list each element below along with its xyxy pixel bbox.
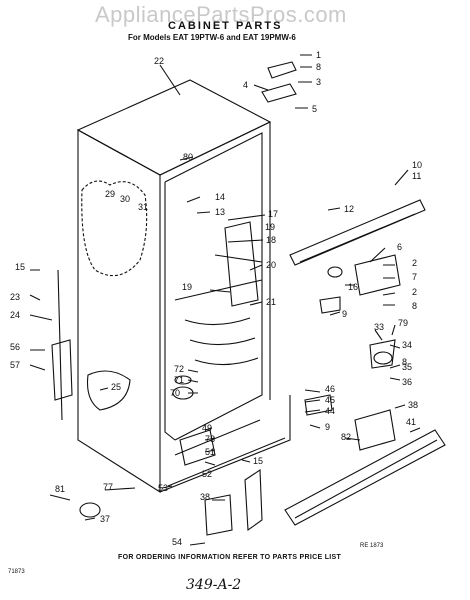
callout-13: 13 <box>215 207 225 217</box>
callout-2: 2 <box>412 287 417 297</box>
callout-5: 5 <box>312 104 317 114</box>
callout-19: 19 <box>265 222 275 232</box>
callout-53: 53 <box>158 483 168 493</box>
callout-57: 57 <box>10 360 20 370</box>
callout-44: 44 <box>325 406 335 416</box>
callout-23: 23 <box>10 292 20 302</box>
callout-21: 21 <box>266 297 276 307</box>
callout-3: 3 <box>316 77 321 87</box>
callout-31: 31 <box>138 202 148 212</box>
callout-79: 79 <box>398 318 408 328</box>
callout-77: 77 <box>103 482 113 492</box>
callout-36: 36 <box>402 377 412 387</box>
callout-72: 72 <box>174 364 184 374</box>
callout-73: 73 <box>205 434 215 444</box>
diagram-subtitle: For Models EAT 19PTW-6 and EAT 19PMW-6 <box>128 33 296 42</box>
callout-29: 29 <box>105 189 115 199</box>
callout-70: 70 <box>170 388 180 398</box>
callout-15: 15 <box>253 456 263 466</box>
callout-71: 71 <box>174 375 184 385</box>
watermark-text: AppliancePartsPros.com <box>95 2 347 27</box>
callout-49: 49 <box>202 423 212 433</box>
callout-51: 51 <box>205 447 215 457</box>
drawing-code-right: RE 1873 <box>360 543 384 549</box>
handwritten-note: 349-A-2 <box>186 577 242 593</box>
callout-10: 10 <box>412 160 422 170</box>
callout-14: 14 <box>215 192 225 202</box>
callout-12: 12 <box>344 204 354 214</box>
callout-9: 9 <box>325 422 330 432</box>
callout-33: 33 <box>374 322 384 332</box>
callout-8: 8 <box>412 301 417 311</box>
callout-8: 8 <box>316 62 321 72</box>
callout-80: 80 <box>183 152 193 162</box>
cabinet-body <box>77 129 161 494</box>
callout-30: 30 <box>120 194 130 204</box>
callout-35: 35 <box>402 362 412 372</box>
callout-6: 6 <box>397 242 402 252</box>
ordering-footer: FOR ORDERING INFORMATION REFER TO PARTS … <box>118 554 342 561</box>
callout-82: 82 <box>341 432 351 442</box>
callout-8: 8 <box>402 357 407 367</box>
callout-9: 9 <box>342 309 347 319</box>
callout-37: 37 <box>100 514 110 524</box>
callout-15: 15 <box>15 262 25 272</box>
callout-52: 52 <box>202 469 212 479</box>
callout-2: 2 <box>412 258 417 268</box>
callout-81: 81 <box>55 484 65 494</box>
diagram-drawing <box>29 54 446 546</box>
diagram-title: CABINET PARTS <box>168 20 283 32</box>
kick-plate <box>284 429 446 526</box>
callout-7: 7 <box>412 272 417 282</box>
callout-17: 17 <box>268 209 278 219</box>
callout-41: 41 <box>406 417 416 427</box>
callout-24: 24 <box>10 310 20 320</box>
callout-54: 54 <box>172 537 182 547</box>
callout-19: 19 <box>182 282 192 292</box>
cabinet-top <box>76 79 272 176</box>
callout-11: 11 <box>412 171 421 181</box>
callout-18: 18 <box>266 235 276 245</box>
drawing-code-left: 71873 <box>8 569 25 575</box>
callout-45: 45 <box>325 395 335 405</box>
callout-38: 38 <box>200 492 210 502</box>
callout-38: 38 <box>408 400 418 410</box>
callout-16: 16 <box>348 282 358 292</box>
callout-34: 34 <box>402 340 412 350</box>
callout-1: 1 <box>316 50 321 60</box>
callout-56: 56 <box>10 342 20 352</box>
callout-22: 22 <box>154 56 164 66</box>
callout-4: 4 <box>243 80 248 90</box>
callout-20: 20 <box>266 260 276 270</box>
rail-assembly <box>289 199 426 266</box>
callout-25: 25 <box>111 382 121 392</box>
callout-46: 46 <box>325 384 335 394</box>
